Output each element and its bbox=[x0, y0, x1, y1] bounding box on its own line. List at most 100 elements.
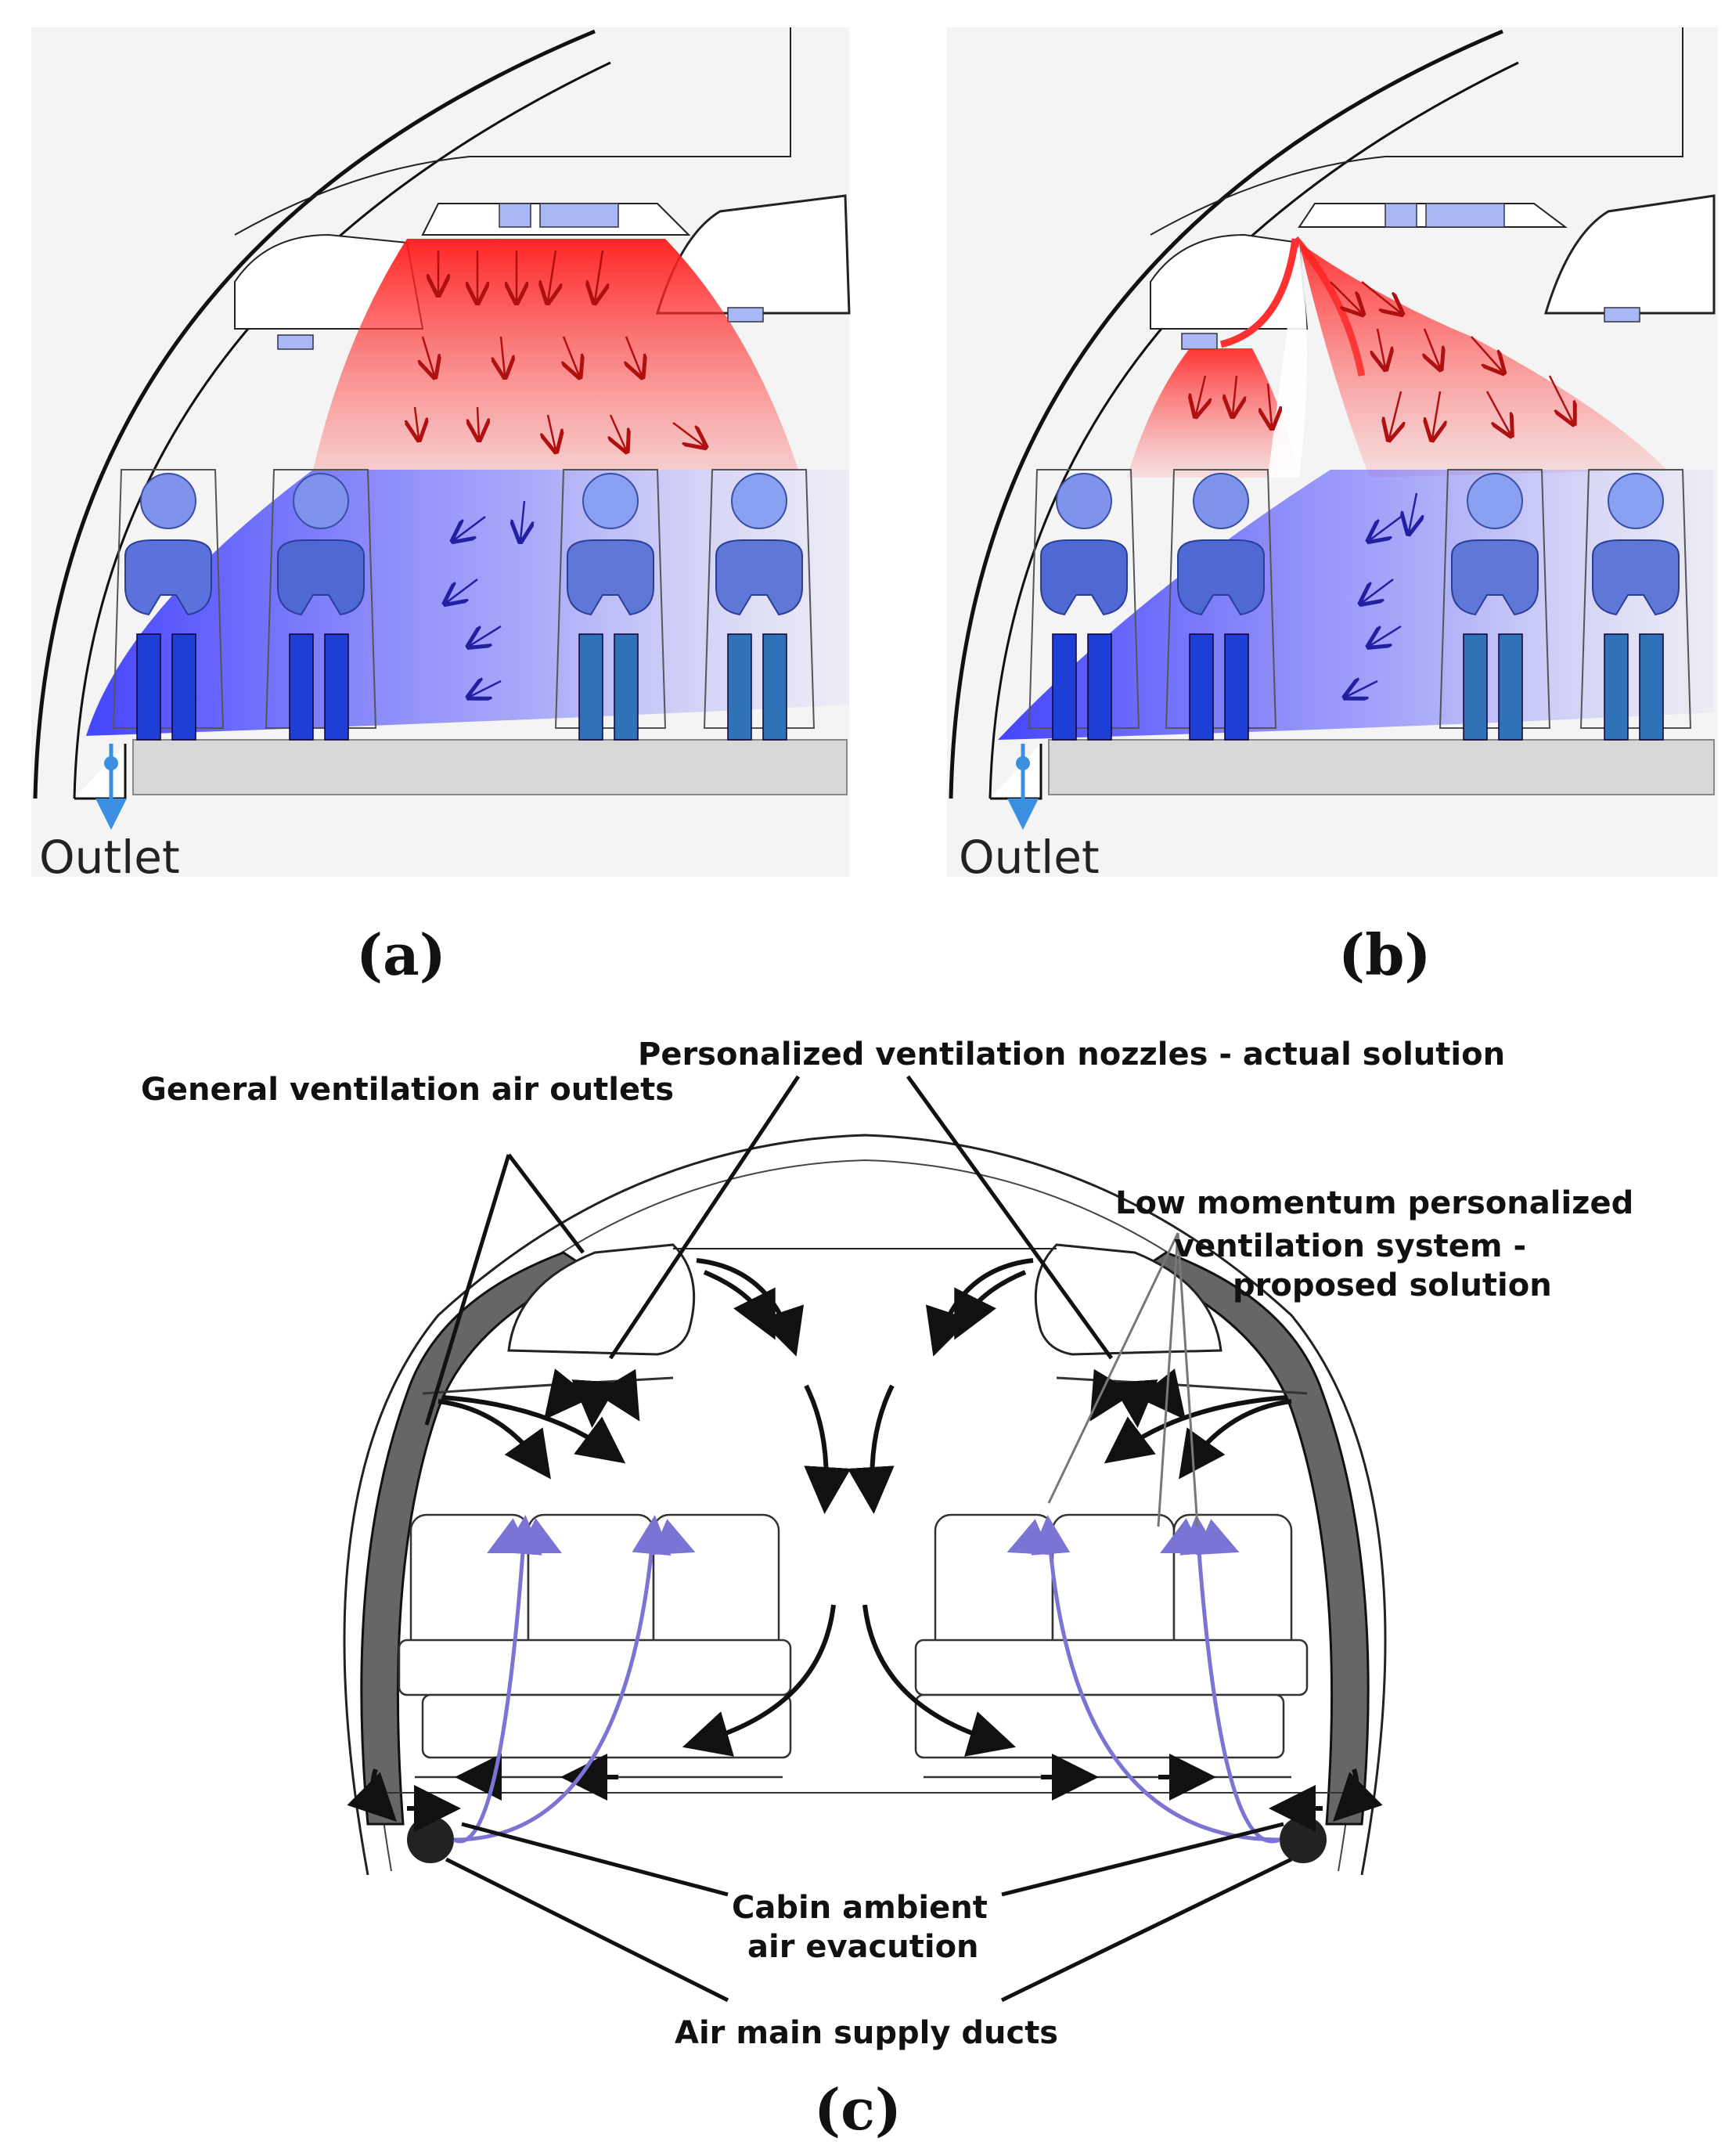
right-supply-duct-icon bbox=[1280, 1816, 1327, 1863]
left-overhead-bin bbox=[507, 1243, 696, 1356]
airflow-arrow bbox=[446, 579, 478, 603]
panel-b: Outlet bbox=[947, 27, 1718, 884]
psu-icon bbox=[1181, 333, 1218, 350]
seat-cushion bbox=[914, 1639, 1309, 1696]
seat-outline bbox=[112, 469, 225, 729]
leader-line bbox=[461, 1822, 729, 1897]
airflow-arrow bbox=[415, 406, 419, 438]
airflow-arrow bbox=[925, 1258, 1034, 1357]
label-low-momentum-1: Low momentum personalized bbox=[1115, 1185, 1633, 1221]
airflow-arrow bbox=[347, 1768, 397, 1822]
seat-base bbox=[914, 1693, 1285, 1759]
ceiling-line bbox=[234, 27, 791, 236]
label-supply-ducts: Air main supply ducts bbox=[675, 2015, 1058, 2051]
airflow-arrow bbox=[1370, 625, 1402, 646]
airflow-arrow bbox=[470, 681, 502, 697]
airflow-arrow bbox=[1432, 391, 1440, 438]
cool-airflow-arrows bbox=[446, 500, 524, 697]
airflow-arrow bbox=[626, 336, 642, 376]
passenger-head bbox=[731, 473, 787, 529]
passenger-head bbox=[582, 473, 639, 529]
airflow-arrow bbox=[1179, 1399, 1292, 1480]
outlet-label: Outlet bbox=[39, 831, 180, 884]
airflow-arrow bbox=[477, 406, 479, 438]
airflow-arrow bbox=[544, 1368, 592, 1420]
airflow-arrow bbox=[1089, 1368, 1135, 1422]
reading-light-icon bbox=[499, 203, 531, 228]
airflow-arrow bbox=[954, 1270, 1027, 1340]
airflow-arrow bbox=[1333, 1768, 1383, 1822]
ceiling-panel-icon bbox=[539, 203, 619, 228]
passenger-leg bbox=[324, 633, 349, 741]
passenger-torso bbox=[1451, 539, 1539, 616]
airflow-arrow bbox=[548, 250, 556, 301]
airflow-arrow bbox=[1196, 375, 1205, 415]
airflow-arrow bbox=[804, 1384, 852, 1514]
warm-airflow-arrows bbox=[415, 250, 704, 450]
airflow-arrow bbox=[1409, 492, 1417, 532]
airflow-arrow bbox=[1111, 1379, 1158, 1428]
airflow-arrow bbox=[610, 414, 626, 450]
passenger-head bbox=[1608, 473, 1664, 529]
passenger-leg bbox=[1463, 633, 1488, 741]
passenger-leg bbox=[578, 633, 603, 741]
personalized-airflow-arrow bbox=[1195, 1519, 1240, 1556]
panel-a: Outlet bbox=[31, 27, 851, 884]
left-psu-rail bbox=[422, 1376, 674, 1395]
outlet-dot-icon bbox=[1016, 756, 1030, 770]
passenger-head bbox=[1467, 473, 1523, 529]
right-psu-rail bbox=[1056, 1376, 1308, 1395]
cabin-floor bbox=[132, 739, 848, 795]
airflow-arrow bbox=[441, 1395, 626, 1464]
right-overhead-bin bbox=[1543, 194, 1716, 315]
airflow-arrow bbox=[423, 336, 434, 376]
personalized-airflow-arrow bbox=[651, 1519, 696, 1556]
seat-outline bbox=[554, 469, 667, 729]
airflow-arrow bbox=[1362, 579, 1394, 603]
airflow-arrow bbox=[520, 500, 524, 540]
airflow-arrow bbox=[454, 516, 486, 540]
thin-leader-lines bbox=[1047, 1232, 1199, 1527]
leader-line bbox=[424, 1154, 511, 1426]
airflow-arrow bbox=[1346, 681, 1378, 697]
passenger-torso bbox=[1592, 539, 1680, 616]
personalized-airflow-arrow bbox=[1006, 1519, 1051, 1556]
left-seat-row bbox=[398, 1513, 792, 1779]
passenger-leg bbox=[1639, 633, 1664, 741]
fuselage-inner-wall bbox=[73, 61, 611, 799]
airflow-arrow bbox=[1377, 328, 1385, 368]
passenger-leg bbox=[289, 633, 314, 741]
outlet-label: Outlet bbox=[959, 831, 1100, 884]
passenger-torso bbox=[1177, 539, 1265, 616]
passenger-leg bbox=[171, 633, 196, 741]
passenger-head bbox=[293, 473, 349, 529]
seat-outline bbox=[1439, 469, 1551, 729]
psu-icon bbox=[277, 334, 314, 350]
warm-air-plume-left bbox=[1127, 348, 1299, 478]
airflow-arrow bbox=[1361, 281, 1401, 313]
personalized-airflow-arrow bbox=[517, 1518, 562, 1553]
airflow-arrow bbox=[1268, 383, 1272, 427]
airflow-arrow bbox=[1233, 375, 1237, 415]
passenger-torso bbox=[715, 539, 803, 616]
seat-cushion bbox=[398, 1639, 792, 1696]
caption-a: (a) bbox=[356, 921, 446, 988]
leader-lines bbox=[424, 1075, 1293, 2003]
seat-outline bbox=[265, 469, 377, 729]
passenger-leg bbox=[1052, 633, 1077, 741]
airflow-arrow bbox=[1104, 1395, 1288, 1464]
label-low-momentum-3: proposed solution bbox=[1233, 1267, 1552, 1303]
airflow-arrow bbox=[862, 1604, 1017, 1757]
cool-airflow-arrows bbox=[1346, 492, 1417, 697]
airflow-arrow bbox=[1370, 516, 1402, 540]
airflow-arrow bbox=[1471, 336, 1503, 372]
passenger-torso bbox=[567, 539, 654, 616]
airflow-arrow bbox=[682, 1604, 836, 1757]
seat-outline bbox=[1579, 469, 1692, 729]
airflow-arrow bbox=[1424, 328, 1440, 368]
airflow-arrow bbox=[847, 1384, 895, 1514]
airflow-arrow bbox=[595, 1368, 640, 1422]
airflow-arrow bbox=[1548, 375, 1573, 423]
airflow-arrow bbox=[1330, 281, 1362, 313]
